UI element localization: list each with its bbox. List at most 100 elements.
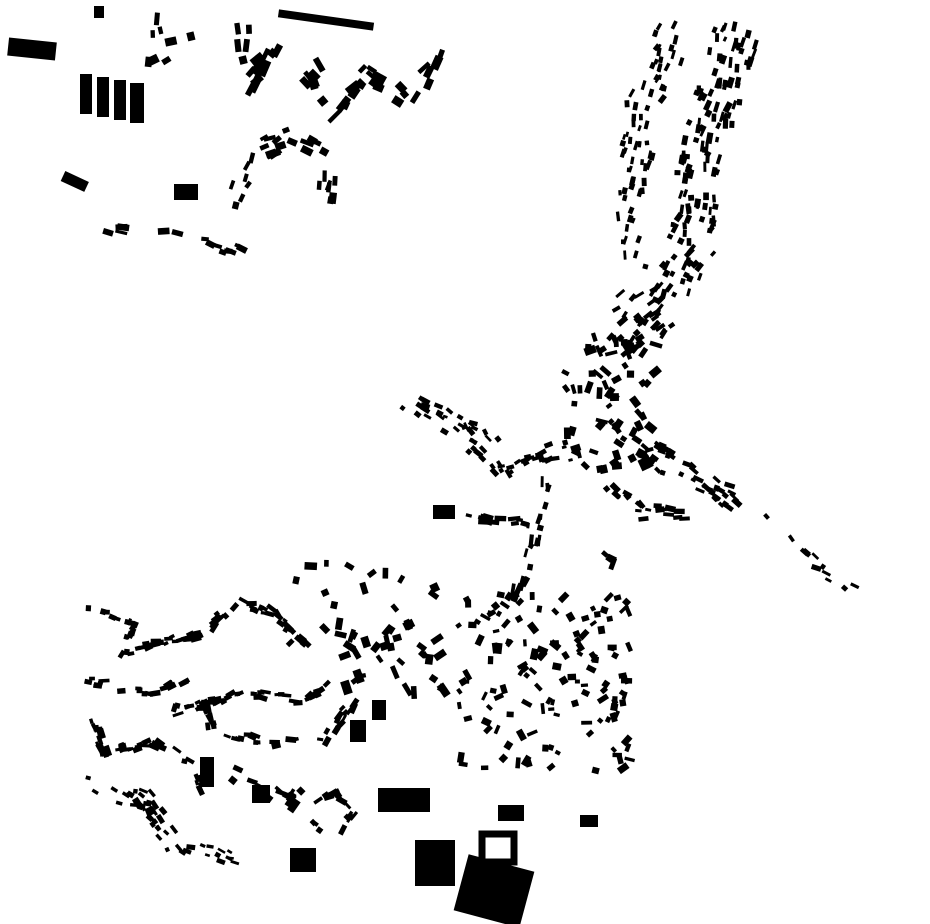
- building: [599, 605, 609, 615]
- building: [670, 222, 679, 234]
- building: [229, 602, 240, 612]
- building: [572, 629, 581, 638]
- building: [824, 577, 832, 583]
- building: [543, 441, 554, 449]
- building: [259, 604, 269, 612]
- building: [682, 222, 687, 230]
- building: [676, 237, 685, 246]
- building-large: [114, 80, 126, 120]
- building: [567, 425, 577, 437]
- building: [224, 247, 237, 256]
- building: [117, 649, 126, 659]
- building: [650, 314, 660, 322]
- building: [731, 21, 738, 32]
- building-large: [97, 77, 109, 117]
- building-large: [478, 830, 518, 866]
- building: [245, 24, 252, 34]
- building: [689, 461, 697, 469]
- building: [242, 38, 250, 53]
- building: [237, 193, 246, 203]
- building: [652, 282, 662, 293]
- building: [685, 118, 693, 126]
- building: [663, 62, 671, 72]
- building: [499, 683, 508, 695]
- building: [288, 788, 296, 798]
- building: [670, 20, 678, 30]
- building: [674, 169, 681, 176]
- building: [259, 142, 270, 151]
- building: [577, 385, 583, 394]
- building: [542, 744, 549, 752]
- building: [606, 615, 614, 623]
- building: [678, 56, 685, 67]
- building: [714, 33, 720, 42]
- building: [253, 782, 267, 795]
- building: [669, 270, 676, 278]
- building: [230, 859, 240, 866]
- building: [479, 613, 491, 622]
- building: [366, 64, 378, 74]
- building: [661, 85, 667, 92]
- building: [693, 198, 702, 209]
- building: [428, 673, 439, 684]
- building: [602, 484, 611, 493]
- building: [124, 618, 135, 627]
- building: [717, 501, 725, 509]
- building: [633, 314, 643, 324]
- building: [612, 710, 621, 721]
- building-large: [94, 6, 104, 18]
- building: [206, 844, 214, 849]
- building: [155, 833, 163, 841]
- building: [344, 802, 352, 810]
- building: [702, 202, 708, 211]
- building: [465, 448, 473, 456]
- building: [537, 513, 543, 520]
- building: [150, 30, 156, 38]
- building: [528, 666, 538, 676]
- building: [423, 413, 432, 420]
- building: [658, 260, 667, 269]
- building: [427, 589, 440, 600]
- building: [751, 39, 759, 51]
- building: [695, 124, 702, 134]
- building: [619, 698, 627, 707]
- building: [505, 464, 515, 471]
- building: [713, 168, 721, 176]
- building: [601, 379, 610, 391]
- building: [637, 457, 650, 472]
- building: [642, 263, 649, 270]
- building: [610, 374, 622, 385]
- building: [150, 806, 158, 816]
- building: [570, 699, 580, 708]
- building: [285, 624, 297, 635]
- building: [436, 683, 446, 693]
- building: [526, 563, 534, 571]
- building: [327, 109, 342, 124]
- building: [635, 508, 642, 513]
- building: [662, 269, 671, 278]
- building: [698, 124, 706, 133]
- building: [486, 609, 497, 618]
- building: [718, 54, 728, 65]
- building: [703, 161, 707, 172]
- building: [621, 194, 628, 202]
- building: [618, 189, 622, 196]
- building: [536, 645, 549, 656]
- building: [681, 260, 689, 271]
- building: [649, 453, 660, 463]
- building: [95, 741, 100, 748]
- building: [722, 36, 728, 42]
- building: [707, 46, 713, 56]
- building: [570, 443, 582, 454]
- building: [341, 709, 350, 717]
- building: [420, 405, 431, 415]
- building: [715, 121, 722, 130]
- building: [515, 757, 521, 769]
- building: [195, 784, 205, 797]
- building: [174, 843, 184, 854]
- building: [493, 724, 501, 735]
- building: [503, 740, 514, 751]
- building: [324, 559, 329, 567]
